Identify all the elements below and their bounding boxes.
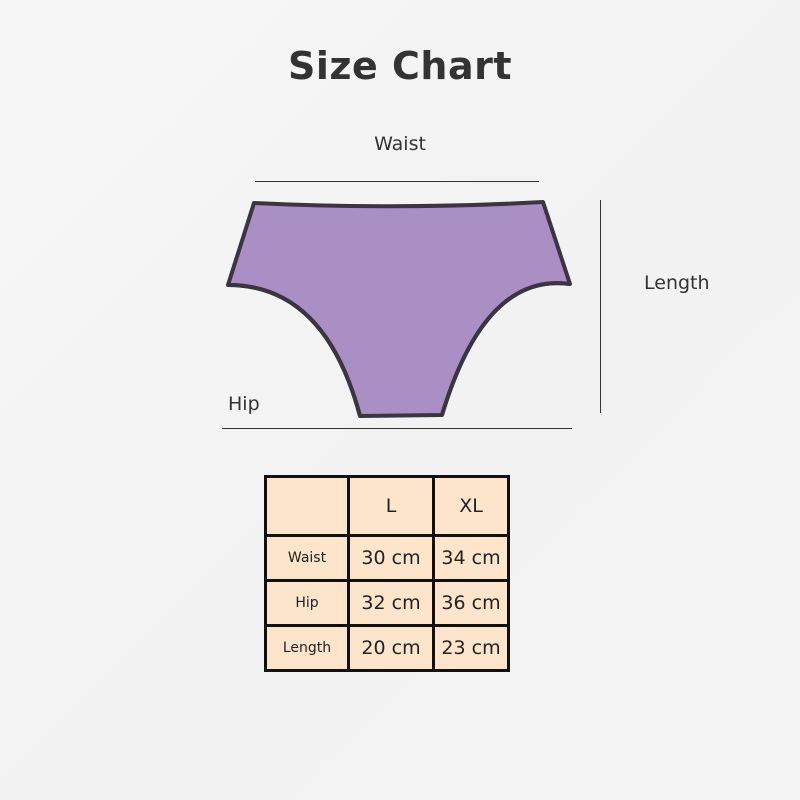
hip-label: Hip	[228, 393, 260, 415]
table-cell: 23 cm	[432, 624, 510, 672]
right-leg-opening	[440, 281, 571, 416]
table-row: Waist 30 cm 34 cm	[264, 534, 510, 582]
length-label: Length	[644, 272, 710, 294]
table-cell: 32 cm	[347, 579, 435, 627]
table-header-row: L XL	[264, 475, 510, 537]
table-row: Length 20 cm 23 cm	[264, 624, 510, 672]
table-corner-cell	[264, 475, 350, 537]
length-measure-line	[600, 200, 601, 413]
table-cell: 30 cm	[347, 534, 435, 582]
page-title: Size Chart	[287, 44, 512, 88]
waist-label: Waist	[374, 133, 426, 155]
table-cell: 34 cm	[432, 534, 510, 582]
hip-measure-line	[222, 428, 572, 429]
row-label: Hip	[264, 579, 350, 627]
table-row: Hip 32 cm 36 cm	[264, 579, 510, 627]
table-cell: 20 cm	[347, 624, 435, 672]
left-leg-opening	[227, 283, 362, 417]
garment-body	[226, 200, 572, 418]
size-table: L XL Waist 30 cm 34 cm Hip 32 cm 36 cm L…	[264, 475, 510, 672]
waist-measure-line	[255, 181, 539, 182]
size-l-header: L	[347, 475, 435, 537]
size-xl-header: XL	[432, 475, 510, 537]
row-label: Length	[264, 624, 350, 672]
table-cell: 36 cm	[432, 579, 510, 627]
row-label: Waist	[264, 534, 350, 582]
